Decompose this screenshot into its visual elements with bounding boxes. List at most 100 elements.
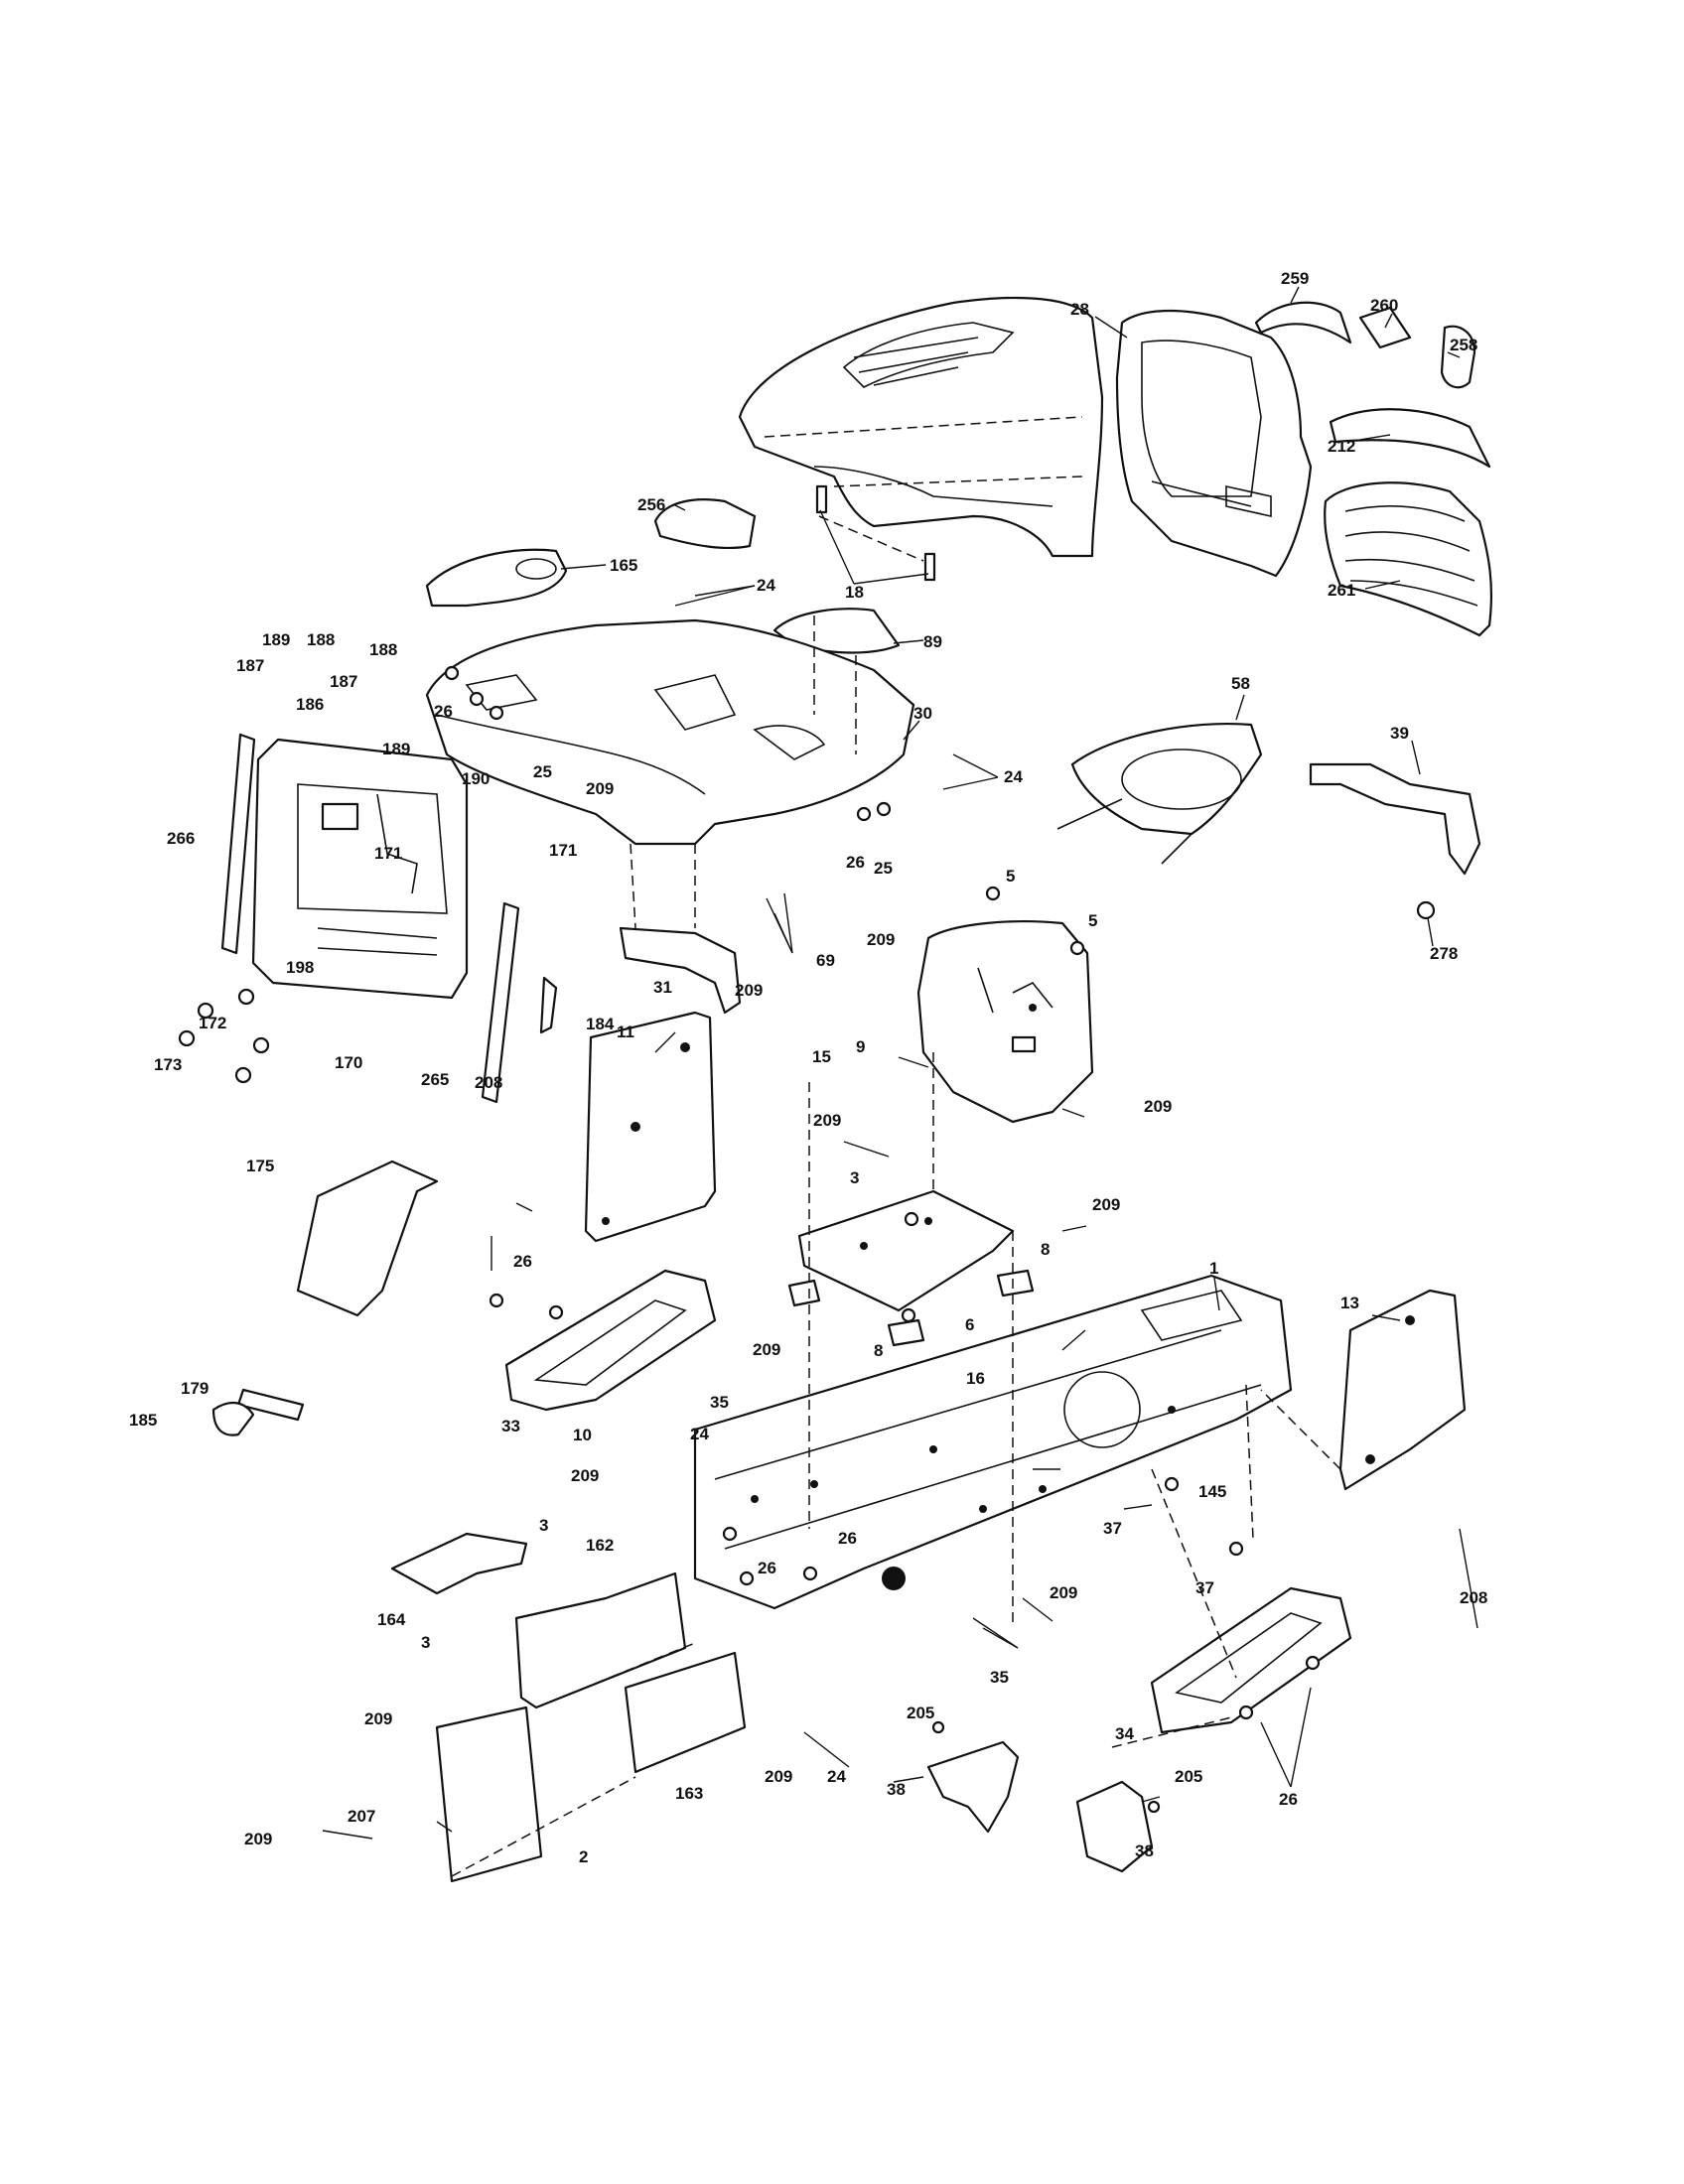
bracket-38b-part bbox=[1075, 1780, 1154, 1873]
callout-187-left: 187 bbox=[236, 656, 264, 675]
callout-16: 16 bbox=[966, 1369, 985, 1388]
leader-lines bbox=[322, 286, 1478, 1840]
fastener-278-part bbox=[1416, 900, 1436, 920]
bracket-39-part bbox=[1309, 762, 1481, 876]
callout-9: 9 bbox=[856, 1037, 865, 1056]
callout-28: 28 bbox=[1070, 300, 1089, 319]
clip-18-lower-part bbox=[923, 552, 936, 582]
callout-33: 33 bbox=[501, 1417, 520, 1435]
panel-9-part bbox=[916, 920, 1094, 1124]
callout-209-c: 209 bbox=[735, 981, 763, 1000]
clip-18-upper-part bbox=[815, 484, 828, 514]
callout-38-a: 38 bbox=[887, 1780, 906, 1799]
bracket-184-part bbox=[539, 976, 558, 1034]
footrest-33-part bbox=[504, 1269, 717, 1412]
callout-8-a: 8 bbox=[1041, 1240, 1050, 1259]
callout-212: 212 bbox=[1328, 437, 1355, 456]
dash-panel-30-part bbox=[425, 618, 915, 846]
washer-173b-part bbox=[234, 1066, 252, 1084]
callout-175: 175 bbox=[246, 1157, 274, 1175]
callout-25-mid: 25 bbox=[874, 859, 893, 878]
callout-209-j: 209 bbox=[364, 1709, 392, 1728]
callout-38-b: 38 bbox=[1135, 1842, 1154, 1860]
callout-10: 10 bbox=[573, 1426, 592, 1444]
callout-265: 265 bbox=[421, 1070, 449, 1089]
callout-209-k: 209 bbox=[765, 1767, 792, 1786]
callout-34: 34 bbox=[1115, 1724, 1134, 1743]
lens-259-part bbox=[1254, 301, 1352, 344]
callout-179: 179 bbox=[181, 1379, 209, 1398]
callout-163: 163 bbox=[675, 1784, 703, 1803]
callout-18: 18 bbox=[845, 583, 864, 602]
footrest-34-part bbox=[1150, 1586, 1352, 1734]
lever-179-part bbox=[236, 1388, 305, 1422]
callout-173: 173 bbox=[154, 1055, 182, 1074]
dash-frame-170-part bbox=[251, 738, 469, 1000]
plate-162-part bbox=[514, 1571, 687, 1709]
callout-5-a: 5 bbox=[1006, 867, 1015, 886]
callout-26-d: 26 bbox=[838, 1529, 857, 1548]
callout-2: 2 bbox=[579, 1847, 588, 1866]
cupholder-165-part bbox=[425, 548, 568, 608]
callout-8-b: 8 bbox=[874, 1341, 883, 1360]
callout-89: 89 bbox=[923, 632, 942, 651]
callout-170: 170 bbox=[335, 1053, 362, 1072]
clip-8a-part bbox=[787, 1279, 821, 1307]
callout-24-d: 24 bbox=[827, 1767, 846, 1786]
callout-26-e: 26 bbox=[758, 1559, 776, 1577]
callout-172: 172 bbox=[199, 1014, 226, 1032]
callout-35-b: 35 bbox=[990, 1668, 1009, 1687]
callout-209-d: 209 bbox=[1144, 1097, 1172, 1116]
callout-3-a: 3 bbox=[850, 1168, 859, 1187]
callout-209-f: 209 bbox=[1092, 1195, 1120, 1214]
callout-209-l: 209 bbox=[244, 1830, 272, 1848]
bracket-164-part bbox=[390, 1532, 528, 1595]
callout-24-right: 24 bbox=[1004, 767, 1023, 786]
callout-209-h: 209 bbox=[571, 1466, 599, 1485]
callout-209-i: 209 bbox=[1050, 1583, 1077, 1602]
callout-11: 11 bbox=[617, 1023, 634, 1041]
callout-labels: 259 260 258 28 212 261 256 165 18 24 89 … bbox=[129, 269, 1487, 1866]
washer-172b-part bbox=[252, 1036, 270, 1054]
plate-6-part bbox=[797, 1189, 1015, 1312]
callout-187-mid: 187 bbox=[330, 672, 357, 691]
callout-31: 31 bbox=[653, 978, 672, 997]
callout-256: 256 bbox=[637, 495, 665, 514]
bracket-38a-part bbox=[926, 1740, 1020, 1834]
callout-3-b: 3 bbox=[539, 1516, 548, 1535]
cover-256-part bbox=[653, 498, 757, 550]
shroud-58-part bbox=[1056, 722, 1263, 865]
callout-6: 6 bbox=[965, 1315, 974, 1334]
callout-198: 198 bbox=[286, 958, 314, 977]
grille-housing-part bbox=[1115, 309, 1313, 578]
callout-188-top: 188 bbox=[307, 630, 335, 649]
callout-58: 58 bbox=[1231, 674, 1250, 693]
clip-8c-part bbox=[996, 1269, 1035, 1297]
callout-37-b: 37 bbox=[1195, 1578, 1214, 1597]
plate-2-part bbox=[435, 1706, 543, 1883]
callout-188-right: 188 bbox=[369, 640, 397, 659]
callout-3-c: 3 bbox=[421, 1633, 430, 1652]
callout-209-e: 209 bbox=[813, 1111, 841, 1130]
clip-8b-part bbox=[887, 1318, 925, 1347]
assembly-lines bbox=[451, 515, 1341, 1877]
frame-1-part bbox=[693, 1274, 1293, 1610]
callout-278: 278 bbox=[1430, 944, 1458, 963]
grille-261-part bbox=[1324, 481, 1493, 637]
callout-171-b: 171 bbox=[549, 841, 577, 860]
washer-172-part bbox=[197, 1002, 214, 1020]
trim-212-part bbox=[1329, 408, 1491, 469]
callout-162: 162 bbox=[586, 1536, 614, 1555]
callout-39: 39 bbox=[1390, 724, 1409, 743]
callout-261: 261 bbox=[1328, 581, 1355, 600]
plate-163-part bbox=[624, 1651, 747, 1774]
callout-37-a: 37 bbox=[1103, 1519, 1122, 1538]
callout-258: 258 bbox=[1450, 336, 1477, 354]
callout-208-a: 208 bbox=[475, 1073, 502, 1092]
callout-189-mid: 189 bbox=[382, 740, 410, 758]
callout-26-mid: 26 bbox=[846, 853, 865, 872]
callout-35-a: 35 bbox=[710, 1393, 729, 1412]
washer-173-part bbox=[178, 1029, 196, 1047]
side-plate-13-part bbox=[1338, 1289, 1467, 1491]
